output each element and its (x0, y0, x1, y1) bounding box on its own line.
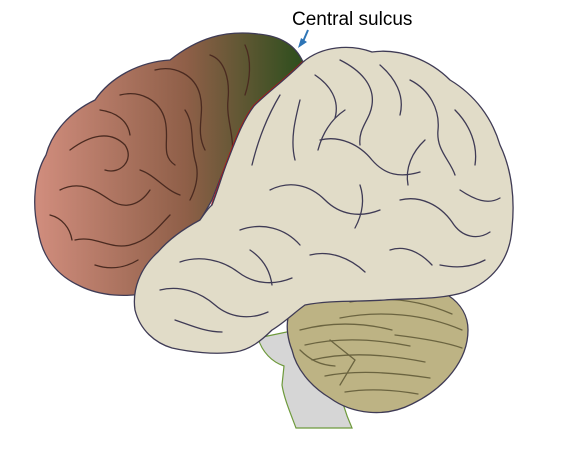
cerebellum (286, 281, 469, 414)
cerebral-cortex (133, 46, 514, 354)
cortex-gyri (159, 59, 501, 333)
central-sulcus-arrow (298, 29, 309, 48)
central-sulcus-label: Central sulcus (292, 9, 412, 30)
frontal-gyri (49, 44, 251, 269)
